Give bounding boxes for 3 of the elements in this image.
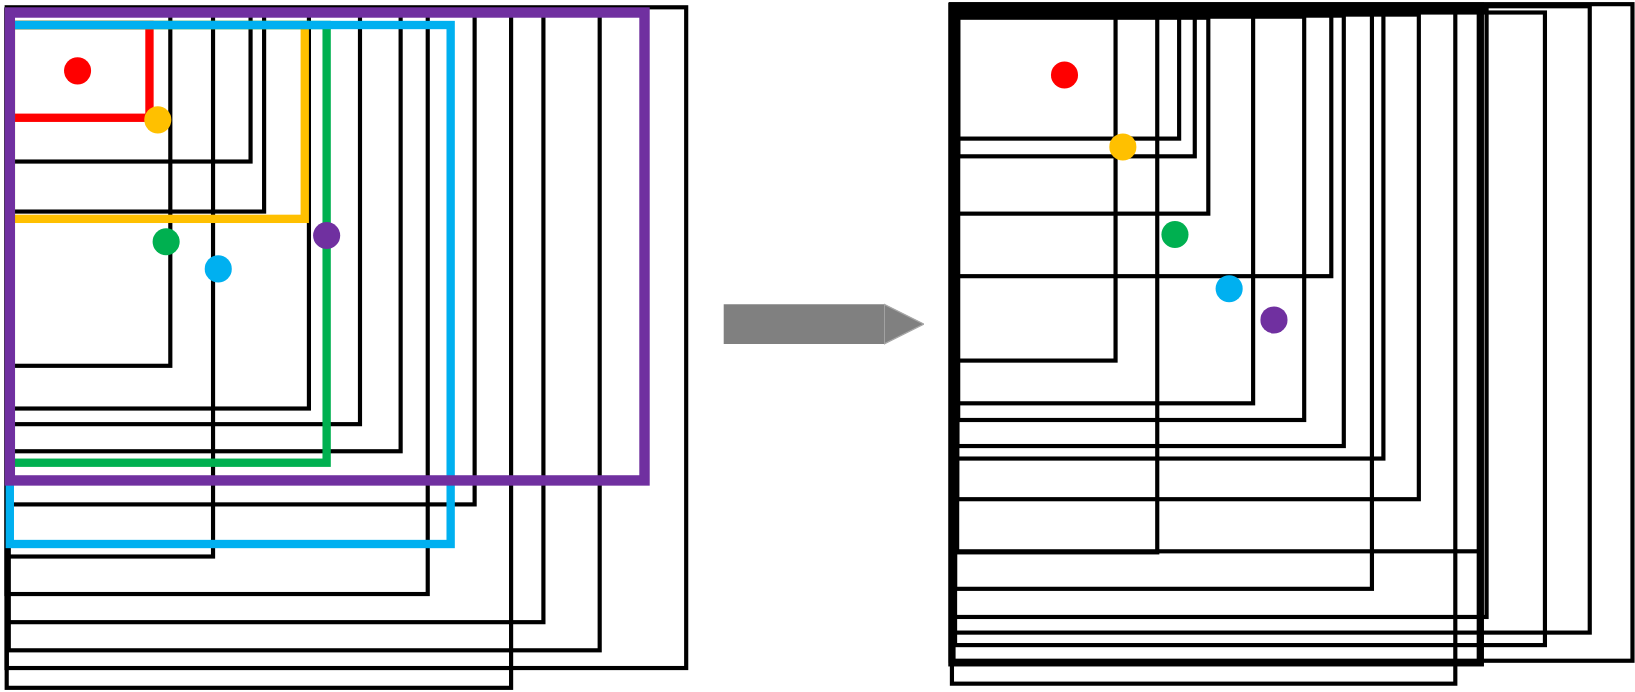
block-arrow [723, 303, 925, 345]
nested-squares-drawing [4, 5, 689, 690]
nested-squares-drawing [948, 2, 1635, 686]
